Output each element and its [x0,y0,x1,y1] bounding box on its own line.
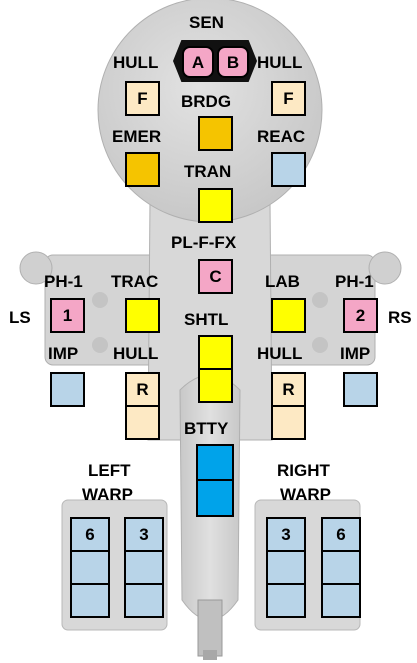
right-warp-label-1: RIGHT [277,461,330,480]
wing-bump [92,337,108,353]
imp-left-label: IMP [48,344,79,363]
hull-rear-left-box-1[interactable]: R [125,372,160,407]
right-wing-pod [368,251,402,285]
right-warp-inner-box-3[interactable] [266,583,306,618]
hull-rear-left-box-2[interactable] [125,405,160,440]
hull-mid-left-label: HULL [113,344,159,363]
imp-right-label: IMP [340,344,371,363]
impulse-right-box[interactable] [343,372,378,407]
tractor-box[interactable] [125,298,160,333]
left-warp-label-2: WARP [82,485,133,504]
right-warp-outer-box-2[interactable] [321,550,361,585]
ls-label: LS [9,308,31,327]
btty-label: BTTY [184,419,229,438]
left-warp-label-1: LEFT [88,461,131,480]
brdg-label: BRDG [181,92,232,111]
hull-top-left-label: HULL [113,53,159,72]
lab-box[interactable] [271,298,306,333]
right-warp-label-2: WARP [280,485,331,504]
computer-c-box[interactable]: C [198,259,233,294]
transporter-box[interactable] [198,188,233,223]
hull-mid-right-label: HULL [257,344,303,363]
hull-forward-right-box[interactable]: F [271,81,306,116]
shuttle-box-1[interactable] [198,335,233,370]
shtl-label: SHTL [184,310,229,329]
right-warp-outer-box-1[interactable]: 6 [321,517,361,552]
bridge-box[interactable] [198,116,233,151]
left-wing-pod [19,251,53,285]
right-warp-outer-box-3[interactable] [321,583,361,618]
ph1-left-label: PH-1 [44,272,83,291]
left-warp-outer-box-2[interactable] [70,550,110,585]
phaser-2-right-box[interactable]: 2 [343,298,378,333]
hull-rear-right-box-1[interactable]: R [271,372,306,407]
sen-label: SEN [189,13,224,32]
sensor-b-box[interactable]: B [217,46,249,78]
emer-label: EMER [112,127,162,146]
reactor-box[interactable] [271,152,306,187]
wing-bump [312,292,328,308]
left-warp-outer-box-1[interactable]: 6 [70,517,110,552]
hull-top-right-label: HULL [257,53,303,72]
left-warp-outer-box-3[interactable] [70,583,110,618]
emergency-box[interactable] [125,152,160,187]
lab-label: LAB [265,272,300,291]
right-warp-inner-box-1[interactable]: 3 [266,517,306,552]
right-warp-inner-box-2[interactable] [266,550,306,585]
trac-label: TRAC [111,272,159,291]
ph1-right-label: PH-1 [335,272,374,291]
impulse-left-box[interactable] [50,372,85,407]
hull-rear-right-box-2[interactable] [271,405,306,440]
wing-bump [312,337,328,353]
battery-box-1[interactable] [196,444,234,482]
reac-label: REAC [257,127,306,146]
rs-label: RS [388,308,412,327]
tran-label: TRAN [184,162,232,181]
wing-bump [92,292,108,308]
sensor-a-box[interactable]: A [182,46,214,78]
left-warp-inner-box-2[interactable] [124,550,164,585]
battery-box-2[interactable] [196,479,234,517]
left-warp-inner-box-3[interactable] [124,583,164,618]
hull-forward-left-box[interactable]: F [125,81,160,116]
tail-tip [203,650,217,660]
left-warp-inner-box-1[interactable]: 3 [124,517,164,552]
tail-section [197,599,223,657]
pl-f-fx-label: PL-F-FX [171,233,237,252]
shuttle-box-2[interactable] [198,368,233,403]
phaser-1-left-box[interactable]: 1 [50,298,85,333]
